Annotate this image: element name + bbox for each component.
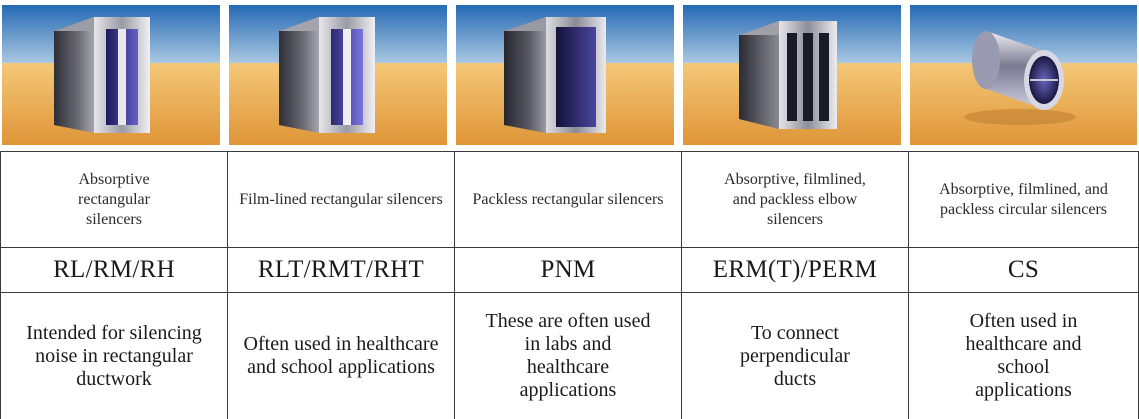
absorptive-rectangular-silencer-image <box>2 5 220 145</box>
use-cell-absorptive-rectangular: Intended for silencing noise in rectangu… <box>26 321 202 390</box>
model-code-cell-packless-rectangular: PNM <box>540 256 596 283</box>
description-cell-elbow: Absorptive, filmlined, and packless elbo… <box>724 170 866 228</box>
use-cell-film-lined-rectangular: Often used in healthcare and school appl… <box>243 333 439 378</box>
description-cell-absorptive-rectangular: Absorptive rectangular silencers <box>78 170 150 228</box>
silencer-spec-table: Absorptive rectangular silencers Film-li… <box>0 151 1139 419</box>
model-code-cell-circular: CS <box>1007 256 1040 283</box>
circular-silencer-image <box>910 5 1137 145</box>
description-cell-packless-rectangular: Packless rectangular silencers <box>472 190 664 208</box>
use-cell-elbow: To connect perpendicular ducts <box>740 321 850 390</box>
use-cell-circular: Often used in healthcare and school appl… <box>965 310 1082 401</box>
model-code-cell-film-lined-rectangular: RLT/RMT/RHT <box>257 256 425 283</box>
film-lined-rectangular-silencer-image <box>229 5 447 145</box>
use-cell-packless-rectangular: These are often used in labs and healthc… <box>485 310 651 401</box>
packless-rectangular-silencer-image <box>456 5 674 145</box>
elbow-silencer-image <box>683 5 901 145</box>
description-cell-circular: Absorptive, filmlined, and packless circ… <box>939 180 1108 218</box>
description-cell-film-lined-rectangular: Film-lined rectangular silencers <box>239 190 443 208</box>
model-code-cell-absorptive-rectangular: RL/RM/RH <box>53 256 175 283</box>
model-code-cell-elbow: ERM(T)/PERM <box>712 256 878 283</box>
